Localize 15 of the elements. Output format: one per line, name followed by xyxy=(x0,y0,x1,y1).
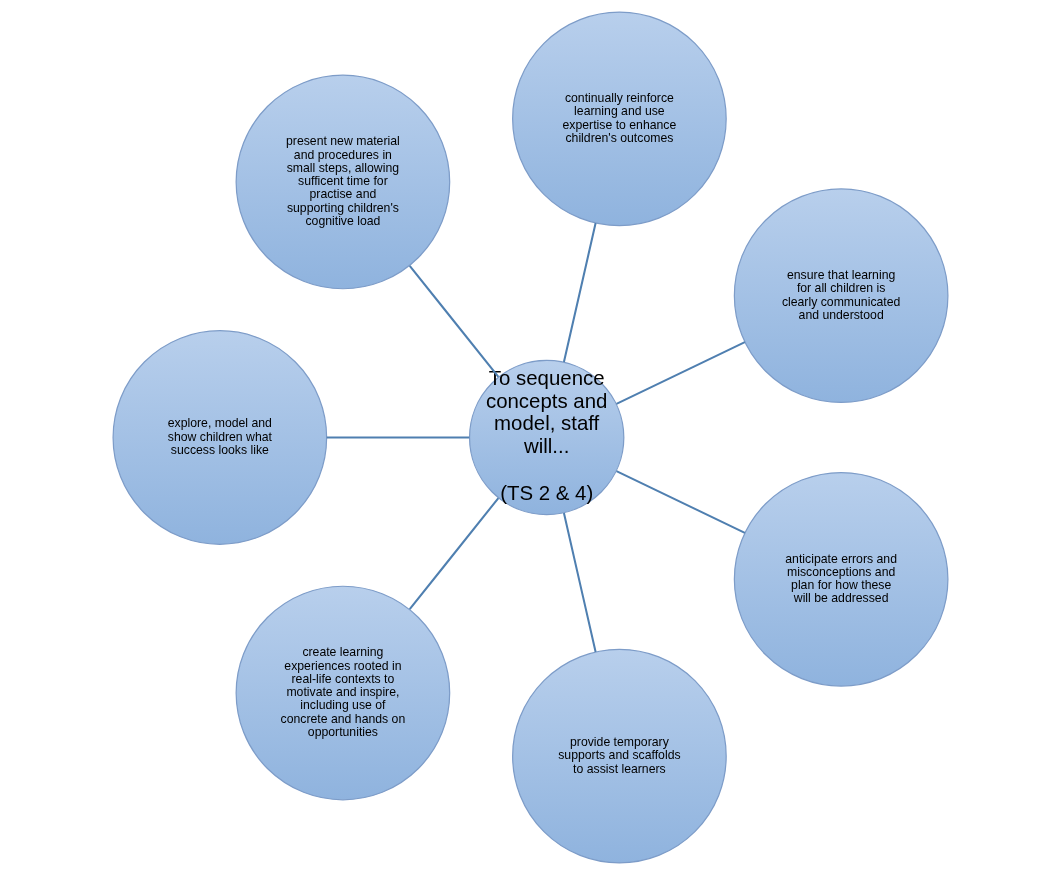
connector xyxy=(615,341,745,405)
connector xyxy=(615,470,745,534)
connector xyxy=(326,436,469,439)
node-circle: present new material and procedures in small steps, allowing sufficent time for practise and supporting children's cognitive load xyxy=(235,74,450,290)
node-circle: create learning experiences rooted in real-life contexts to motivate and inspire, including use of concrete and hands on opportunities xyxy=(235,585,450,801)
connector xyxy=(408,497,499,610)
node-circle: provide temporary supports and scaffolds to assist learners xyxy=(511,648,727,864)
connector xyxy=(562,512,597,653)
node-circle: explore, model and show children what success looks like xyxy=(111,330,327,545)
node-circle: ensure that learning for all children is clearly communicated and understood xyxy=(733,188,949,404)
connector xyxy=(562,222,597,363)
connector xyxy=(408,265,499,378)
node-circle: continually reinforce learning and use expertise to enhance children's outcomes xyxy=(511,11,727,227)
node-circle: To sequence concepts and model, staff will... (TS 2 & 4) xyxy=(468,359,624,516)
node-circle: anticipate errors and misconceptions and plan for how these will be addressed xyxy=(733,471,949,687)
